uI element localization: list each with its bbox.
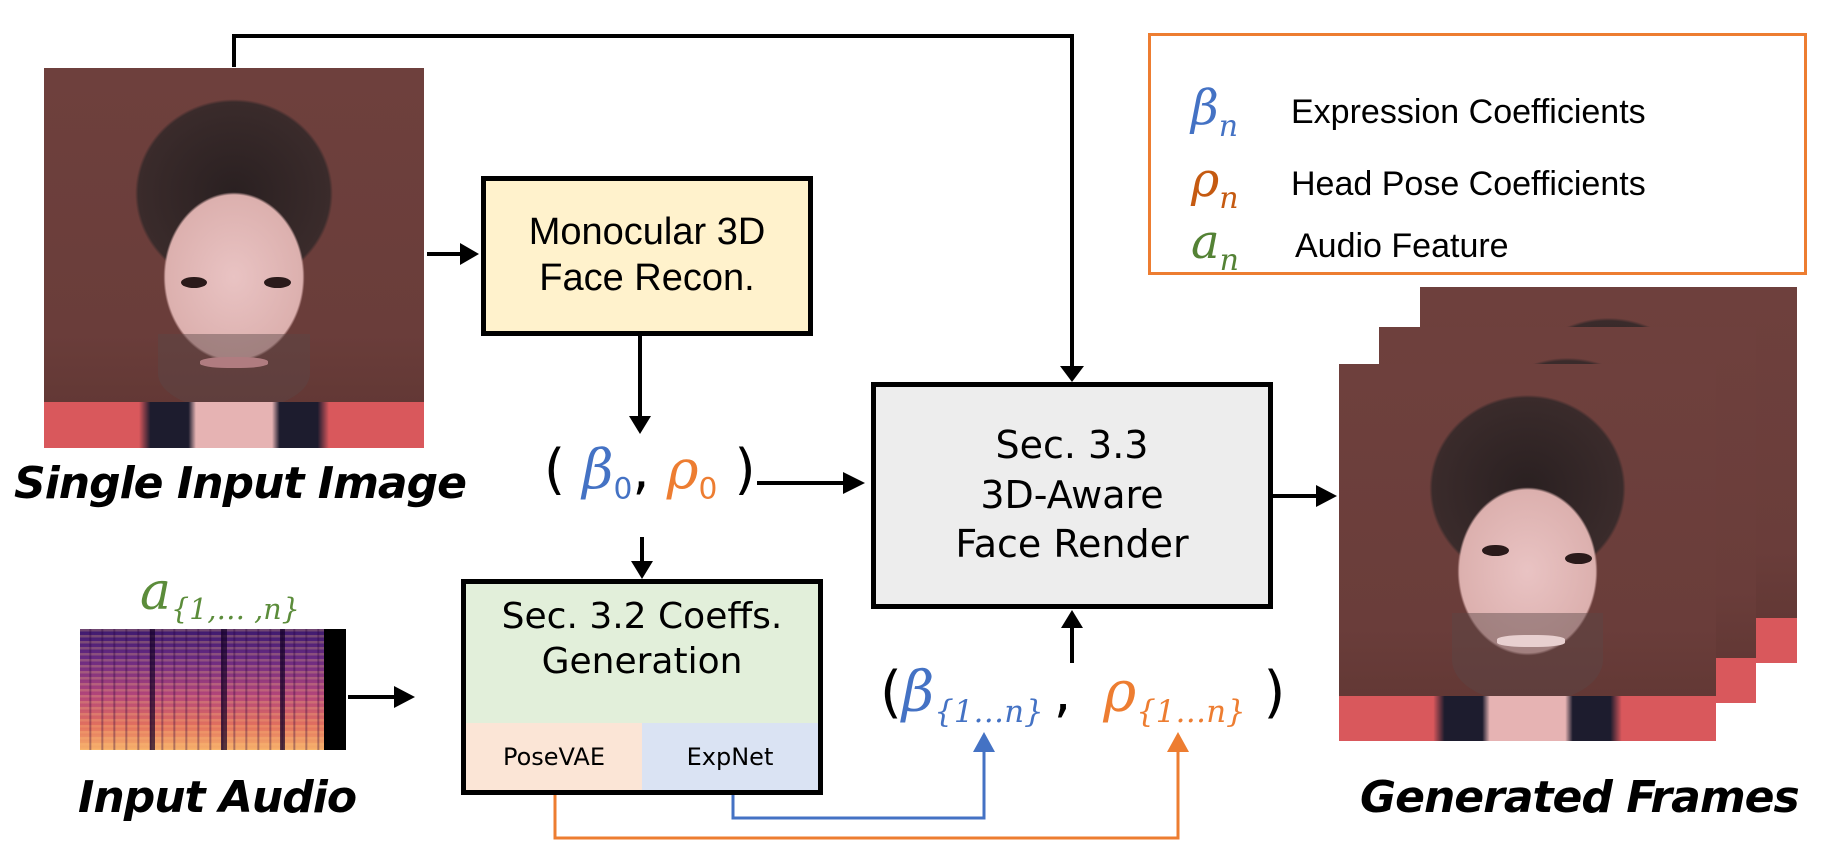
legend-symbol: β — [1191, 80, 1219, 136]
close-paren: ) — [1263, 660, 1286, 725]
face-shirt — [1339, 695, 1716, 741]
expnet-module: ExpNet — [642, 723, 818, 790]
face-render-line-3: Face Render — [955, 522, 1189, 567]
rho-symbol: ρ — [1103, 660, 1137, 725]
beta-subscript: {1…n} — [934, 693, 1044, 730]
face-mouth — [199, 356, 269, 369]
coeffs-submodules: PoseVAE ExpNet — [466, 723, 818, 790]
beta-subscript: 0 — [613, 471, 633, 507]
rho-n-symbol: ρn — [1191, 152, 1281, 216]
expnet-to-beta-arrowhead — [973, 732, 995, 752]
beta-n-symbol: βn — [1191, 80, 1281, 144]
mono-recon-line-1: Monocular 3D — [528, 211, 766, 254]
coeffs-generation-line-1: Sec. 3.2 Coeffs. — [501, 596, 783, 637]
audio-feature-symbol: a — [140, 562, 172, 622]
open-paren: ( — [880, 660, 902, 725]
mono-recon-line-2: Face Recon. — [539, 257, 755, 299]
coeffs-generation-box: Sec. 3.2 Coeffs. Generation PoseVAE ExpN… — [461, 579, 823, 795]
face-beard — [158, 334, 310, 410]
open-paren: ( — [544, 438, 566, 501]
rho-subscript: 0 — [698, 471, 718, 507]
coeffs-generation-line-2: Generation — [541, 641, 743, 682]
spectrogram-gap — [221, 629, 227, 750]
input-image-caption: Single Input Image — [14, 458, 467, 509]
posevae-module: PoseVAE — [466, 723, 642, 790]
recon-to-coeffs-arrowhead — [629, 416, 651, 434]
mono-3d-face-recon-box: Monocular 3D Face Recon. — [481, 176, 813, 336]
coeffs-generation-title: Sec. 3.2 Coeffs. Generation — [502, 584, 783, 684]
generated-frame-front — [1339, 364, 1716, 741]
face-eye-right — [1565, 552, 1592, 564]
comma: , — [632, 438, 650, 501]
generated-frames-caption: Generated Frames — [1360, 772, 1800, 823]
spectrogram-gap — [150, 629, 155, 750]
generated-coefficients: (β{1…n}, ρ{1…n} ) — [880, 660, 1285, 730]
input-face-image — [44, 68, 424, 448]
beta-symbol: β — [901, 660, 935, 725]
legend-item-expression: βn Expression Coefficients — [1151, 80, 1804, 144]
audio-feature-subscript: {1,… ,n} — [171, 592, 300, 626]
face-render-line-1: Sec. 3.3 — [995, 423, 1149, 468]
audio-feature-label: a{1,… ,n} — [140, 562, 300, 626]
input-audio-caption: Input Audio — [78, 772, 357, 823]
render-to-frames-arrowhead — [1316, 485, 1337, 507]
face-mouth — [1497, 635, 1566, 647]
init-to-generation-arrowhead — [631, 561, 653, 579]
legend-subscript: n — [1218, 109, 1239, 144]
a-n-symbol: an — [1191, 214, 1281, 278]
image-to-recon-arrowhead — [460, 243, 479, 265]
comma: , — [1053, 660, 1072, 725]
face-eye-left — [180, 277, 208, 289]
spectrogram-gap — [280, 629, 285, 750]
posevae-to-rho-arrowhead — [1167, 732, 1189, 752]
skip-arrowhead — [1060, 366, 1084, 382]
legend-item-head-pose: ρn Head Pose Coefficients — [1151, 152, 1804, 216]
face-beard — [1452, 612, 1603, 704]
face-render-line-2: 3D-Aware — [980, 472, 1164, 517]
legend: βn Expression Coefficients ρn Head Pose … — [1148, 33, 1807, 278]
legend-item-audio: an Audio Feature — [1151, 214, 1804, 278]
legend-subscript: n — [1219, 181, 1239, 216]
legend-symbol: ρ — [1191, 152, 1220, 208]
initial-coefficients: ( β0, ρ0 ) — [544, 438, 756, 506]
spectrogram-silence — [324, 629, 346, 750]
generated-to-render-arrowhead — [1061, 610, 1083, 628]
face-shirt — [44, 402, 424, 448]
close-paren: ) — [734, 438, 756, 501]
legend-label: Expression Coefficients — [1291, 92, 1646, 131]
init-to-render-arrowhead — [843, 472, 865, 494]
beta-symbol: β — [582, 438, 614, 501]
legend-label: Head Pose Coefficients — [1291, 164, 1646, 203]
audio-to-generation-arrowhead — [394, 686, 415, 708]
legend-label: Audio Feature — [1295, 226, 1509, 265]
face-eye-left — [1482, 544, 1509, 557]
audio-spectrogram — [80, 629, 346, 750]
legend-symbol: a — [1191, 214, 1220, 270]
rho-subscript: {1…n} — [1136, 693, 1246, 730]
legend-subscript: n — [1219, 243, 1239, 278]
rho-symbol: ρ — [666, 438, 699, 501]
face-render-box: Sec. 3.3 3D-Aware Face Render — [871, 382, 1273, 609]
face-eye-right — [264, 277, 291, 289]
